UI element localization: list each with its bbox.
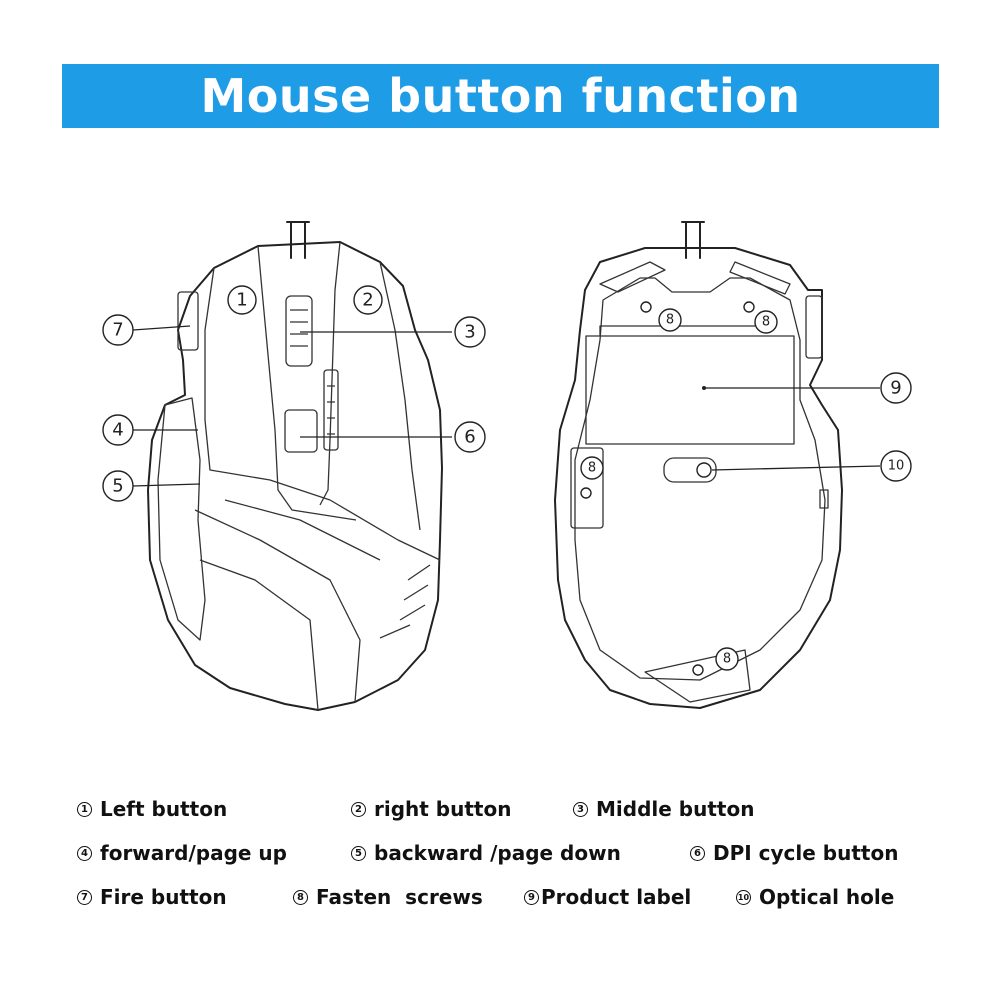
screw-hole [743, 301, 755, 313]
base-plate [574, 277, 826, 681]
side-notch [819, 489, 829, 509]
right-shell-line [379, 261, 421, 531]
scroll-wheel [285, 295, 313, 367]
callout-screw: 8 [715, 647, 739, 671]
page-title: Mouse button function [200, 69, 801, 123]
leader-10 [711, 465, 881, 471]
callout-forward: 4 [102, 414, 134, 446]
screw-hole [640, 301, 652, 313]
svg-text:8: 8 [588, 461, 596, 476]
cable [290, 221, 306, 259]
mouse-bottom-view: 8 8 8 8 9 10 [554, 221, 912, 709]
callout-middle-button: 3 [454, 316, 486, 348]
title-banner: Mouse button function [62, 64, 939, 128]
svg-text:2: 2 [362, 290, 373, 311]
svg-text:6: 6 [464, 427, 475, 448]
svg-text:8: 8 [666, 313, 674, 328]
front-right-foot [729, 261, 791, 295]
callout-optical-hole: 10 [880, 450, 912, 482]
side-grip [157, 397, 206, 641]
side-button-base [805, 295, 823, 359]
svg-text:8: 8 [723, 652, 731, 667]
callout-screw: 8 [754, 310, 778, 334]
palm-line-3 [224, 499, 381, 561]
svg-text:5: 5 [112, 476, 123, 497]
callout-right-button: 2 [353, 285, 383, 315]
side-vents [379, 564, 431, 639]
svg-text:1: 1 [236, 290, 247, 311]
front-left-foot [599, 261, 666, 293]
button-divider-left [257, 245, 357, 521]
callout-fire-button: 7 [102, 314, 134, 346]
screw-hole [580, 487, 592, 499]
dpi-indicator-strip [323, 369, 339, 451]
scroll-wheel-ridges [290, 309, 308, 347]
callout-screw: 8 [658, 308, 682, 332]
cable [685, 221, 701, 259]
callout-product-label: 9 [880, 372, 912, 404]
label-edge [599, 325, 770, 336]
dpi-button[interactable] [284, 409, 318, 453]
svg-text:10: 10 [888, 459, 905, 474]
leader-7 [132, 325, 191, 331]
mouse-body-outline [147, 241, 443, 711]
fire-button[interactable] [177, 291, 199, 351]
mouse-base-outline [554, 247, 843, 709]
left-shell-line [204, 267, 441, 561]
optical-lens [696, 462, 712, 478]
button-divider-right [319, 241, 341, 506]
svg-text:8: 8 [762, 315, 770, 330]
product-label-area [585, 335, 795, 445]
rear-foot [644, 649, 751, 703]
palm-line-1 [194, 509, 361, 703]
svg-text:3: 3 [464, 322, 475, 343]
svg-text:9: 9 [890, 378, 901, 399]
callout-left-button: 1 [227, 285, 257, 315]
callout-backward: 5 [102, 470, 134, 502]
callout-dpi: 6 [454, 421, 486, 453]
leader-5 [132, 483, 201, 487]
svg-text:4: 4 [112, 420, 123, 441]
svg-text:7: 7 [112, 320, 123, 341]
mouse-top-view: 1 2 3 7 4 5 6 [102, 221, 486, 711]
callout-screw: 8 [580, 456, 604, 480]
screw-hole [692, 664, 704, 676]
side-screw-plate [570, 447, 604, 529]
palm-line-2 [199, 559, 319, 711]
dpi-indicator-marks [327, 385, 335, 435]
